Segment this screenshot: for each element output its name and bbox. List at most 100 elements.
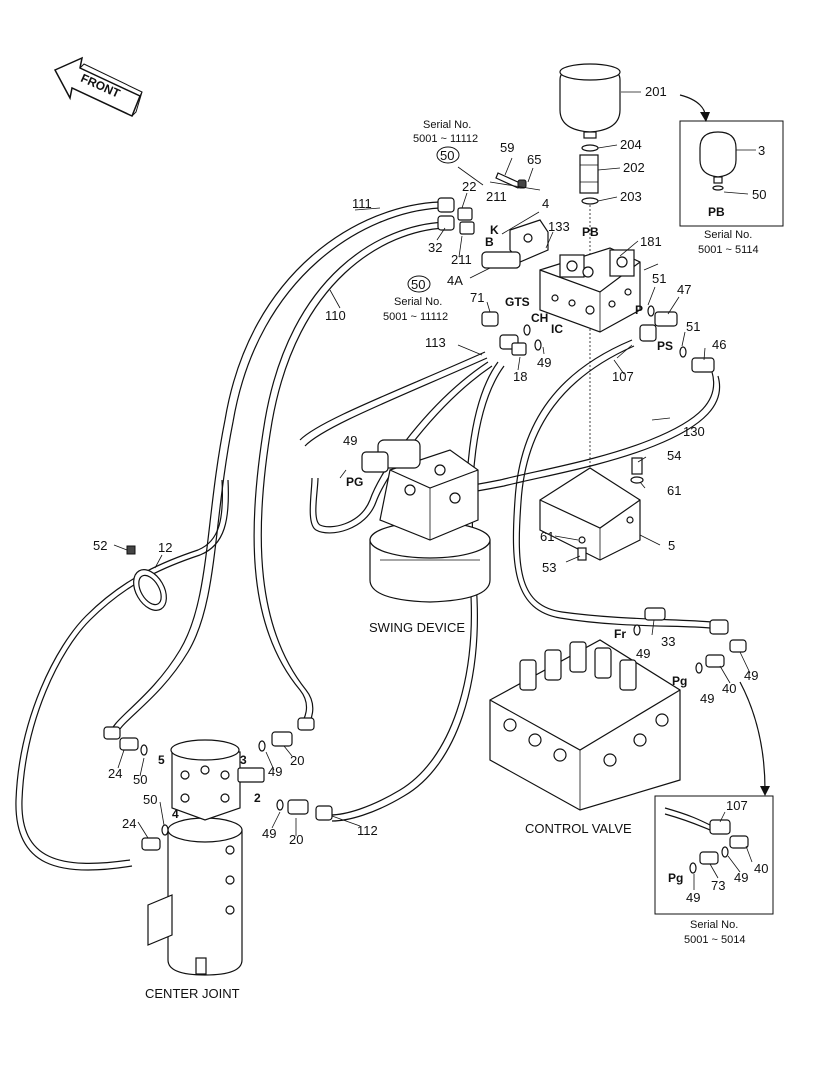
- callout-52: 52: [93, 538, 107, 553]
- callout-46: 46: [712, 337, 726, 352]
- callout-32: 32: [428, 240, 442, 255]
- callout-201: 201: [645, 84, 667, 99]
- callout-53: 53: [542, 560, 556, 575]
- callout-65: 65: [527, 152, 541, 167]
- center-joint-fittings: [103, 717, 333, 851]
- callout-204: 204: [620, 137, 642, 152]
- callout-49-f: 49: [268, 764, 282, 779]
- callout-5: 5: [668, 538, 675, 553]
- callout-133: 133: [548, 219, 570, 234]
- serial-box-top-title: Serial No.: [704, 229, 752, 241]
- serial-mid-title: Serial No.: [394, 296, 442, 308]
- callout-50-d: 50: [143, 792, 157, 807]
- callout-111: 111: [352, 196, 372, 211]
- port-pg-inset: Pg: [668, 871, 683, 885]
- callout-130: 130: [683, 424, 705, 439]
- callout-50-circled-top: 50: [436, 146, 460, 164]
- port-k: K: [490, 223, 499, 237]
- port-cj-4: 4: [172, 807, 179, 821]
- callout-40: 40: [722, 681, 736, 696]
- callout-51-a: 51: [652, 271, 666, 286]
- pilot-solenoid: [481, 219, 549, 269]
- inset-arrows: [679, 94, 770, 796]
- inset-callout-50: 50: [752, 187, 766, 202]
- inset-callout-73: 73: [711, 878, 725, 893]
- center-joint: [147, 739, 265, 976]
- port-b: B: [485, 235, 494, 249]
- callout-50-circled-mid: 50: [407, 275, 431, 293]
- callout-211-b: 211: [451, 252, 472, 267]
- callout-49-b: 49: [343, 433, 357, 448]
- serial-mid-range: 5001 ~ 11112: [383, 311, 448, 323]
- port-gts: GTS: [505, 295, 530, 309]
- port-ch: CH: [531, 311, 548, 325]
- callout-50-c: 50: [133, 772, 147, 787]
- callout-4a: 4A: [447, 273, 463, 288]
- callout-49-g: 49: [262, 826, 276, 841]
- callout-49-a: 49: [537, 355, 551, 370]
- accumulator-fittings: [579, 144, 599, 520]
- control-valve-fittings: [633, 607, 747, 674]
- hose-swing-pg: [315, 361, 489, 528]
- hose-clamp: [126, 545, 167, 611]
- callout-24-a: 24: [108, 766, 122, 781]
- callout-4: 4: [542, 196, 549, 211]
- callout-50-b: 50: [411, 277, 425, 292]
- hose-107: [512, 339, 711, 629]
- callout-112: 112: [357, 823, 378, 838]
- solenoid-valve-block: [539, 247, 641, 333]
- callout-110: 110: [325, 308, 346, 323]
- leader-lines: [113, 91, 751, 839]
- callout-12: 12: [158, 540, 172, 555]
- callout-47: 47: [677, 282, 691, 297]
- control-valve: [489, 639, 681, 811]
- callout-61-b: 61: [540, 529, 554, 544]
- inset-callout-40: 40: [754, 861, 768, 876]
- callout-50-a: 50: [440, 148, 454, 163]
- swing-device-caption: SWING DEVICE: [369, 620, 465, 635]
- serial-box-bottom-range: 5001 ~ 5014: [684, 934, 745, 946]
- callout-20-b: 20: [289, 832, 303, 847]
- serial-top-range: 5001 ~ 11112: [413, 133, 478, 145]
- inset-box-accumulator: [679, 120, 784, 227]
- control-valve-caption: CONTROL VALVE: [525, 821, 632, 836]
- port-cj-3: 3: [240, 753, 247, 767]
- hose-113: [299, 351, 486, 441]
- port-cj-2: 2: [254, 791, 261, 805]
- inset-callout-49-b: 49: [686, 890, 700, 905]
- port-pb-inset: PB: [708, 205, 725, 219]
- callout-203: 203: [620, 189, 642, 204]
- callout-113: 113: [425, 335, 446, 350]
- hose-112: [329, 361, 499, 816]
- callout-49-c: 49: [636, 646, 650, 661]
- port-p: P: [635, 303, 643, 317]
- hose-111: [109, 201, 441, 736]
- callout-24-b: 24: [122, 816, 136, 831]
- callout-61-a: 61: [667, 483, 681, 498]
- port-ps: PS: [657, 339, 673, 353]
- serial-box-bottom-title: Serial No.: [690, 919, 738, 931]
- inset-box-pg: [654, 795, 774, 915]
- serial-box-top-range: 5001 ~ 5114: [698, 244, 759, 256]
- callout-49-d: 49: [744, 668, 758, 683]
- serial-top-title: Serial No.: [423, 119, 471, 131]
- swing-device: [361, 439, 491, 603]
- callout-202: 202: [623, 160, 645, 175]
- port-fr: Fr: [614, 627, 626, 641]
- callout-22: 22: [462, 179, 476, 194]
- inset-callout-107: 107: [726, 798, 748, 813]
- port-pb: PB: [582, 225, 599, 239]
- callout-71: 71: [470, 290, 484, 305]
- port-cj-5: 5: [158, 753, 165, 767]
- callout-49-e: 49: [700, 691, 714, 706]
- accumulator: [559, 63, 621, 139]
- hose-12: [21, 479, 229, 864]
- center-joint-caption: CENTER JOINT: [145, 986, 240, 1001]
- callout-54: 54: [667, 448, 681, 463]
- callout-211-a: 211: [486, 189, 507, 204]
- callout-18: 18: [513, 369, 527, 384]
- front-direction-arrow: FRONT: [53, 56, 143, 118]
- inset-callout-49-a: 49: [734, 870, 748, 885]
- callout-20-a: 20: [290, 753, 304, 768]
